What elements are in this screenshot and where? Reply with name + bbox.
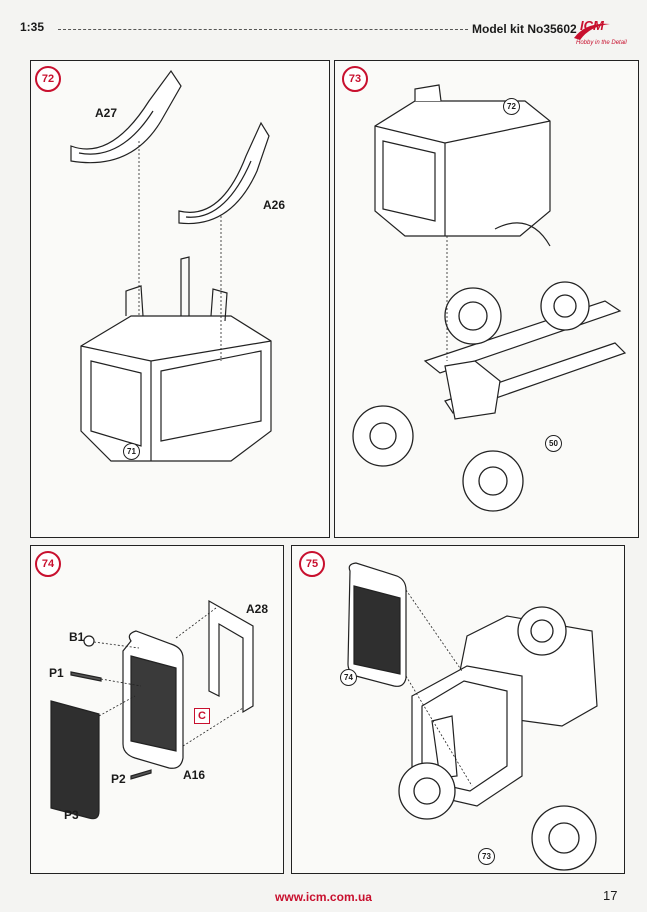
part-label-p1: P1 [49,666,64,680]
ref-step-72: 72 [503,98,520,115]
color-code-box: C [194,708,210,724]
step-number-72: 72 [35,66,61,92]
part-label-a27: A27 [95,106,118,120]
footer-url[interactable]: www.icm.com.ua [275,890,372,904]
step-73-drawing [352,84,627,512]
part-label-p3: P3 [64,808,79,822]
part-label-a26: A26 [263,198,286,212]
step-75-drawing [347,562,598,871]
brand-tagline: Hobby in the Detail [576,40,627,46]
ref-step-71: 71 [123,443,140,460]
page-number: 17 [603,888,618,903]
brand-name: ICM [580,18,604,33]
step-74-drawing [50,599,254,820]
logo-swoosh-icon [574,23,610,40]
step-75-panel: 75 74 73 [291,545,625,874]
step-number-74: 74 [35,551,61,577]
step-number-73: 73 [342,66,368,92]
step-72-panel: 72 A27 A26 71 [30,60,330,538]
part-label-a28: A28 [246,602,269,616]
ref-step-50: 50 [545,435,562,452]
part-label-p2: P2 [111,772,126,786]
header-divider [58,29,468,30]
step-72-drawing [70,69,272,462]
step-74-panel: 74 A28 B1 P1 P2 P3 A16 C [30,545,284,874]
scale-label: 1:35 [20,20,45,34]
part-label-b1: B1 [69,630,85,644]
kit-number: Model kit No35602 [472,22,577,36]
ref-step-73: 73 [478,848,495,865]
step-number-75: 75 [299,551,325,577]
brand-logo: ICM Hobby in the Detail [566,18,636,52]
part-label-a16: A16 [183,768,206,782]
ref-step-74: 74 [340,669,357,686]
step-73-panel: 73 72 50 [334,60,639,538]
